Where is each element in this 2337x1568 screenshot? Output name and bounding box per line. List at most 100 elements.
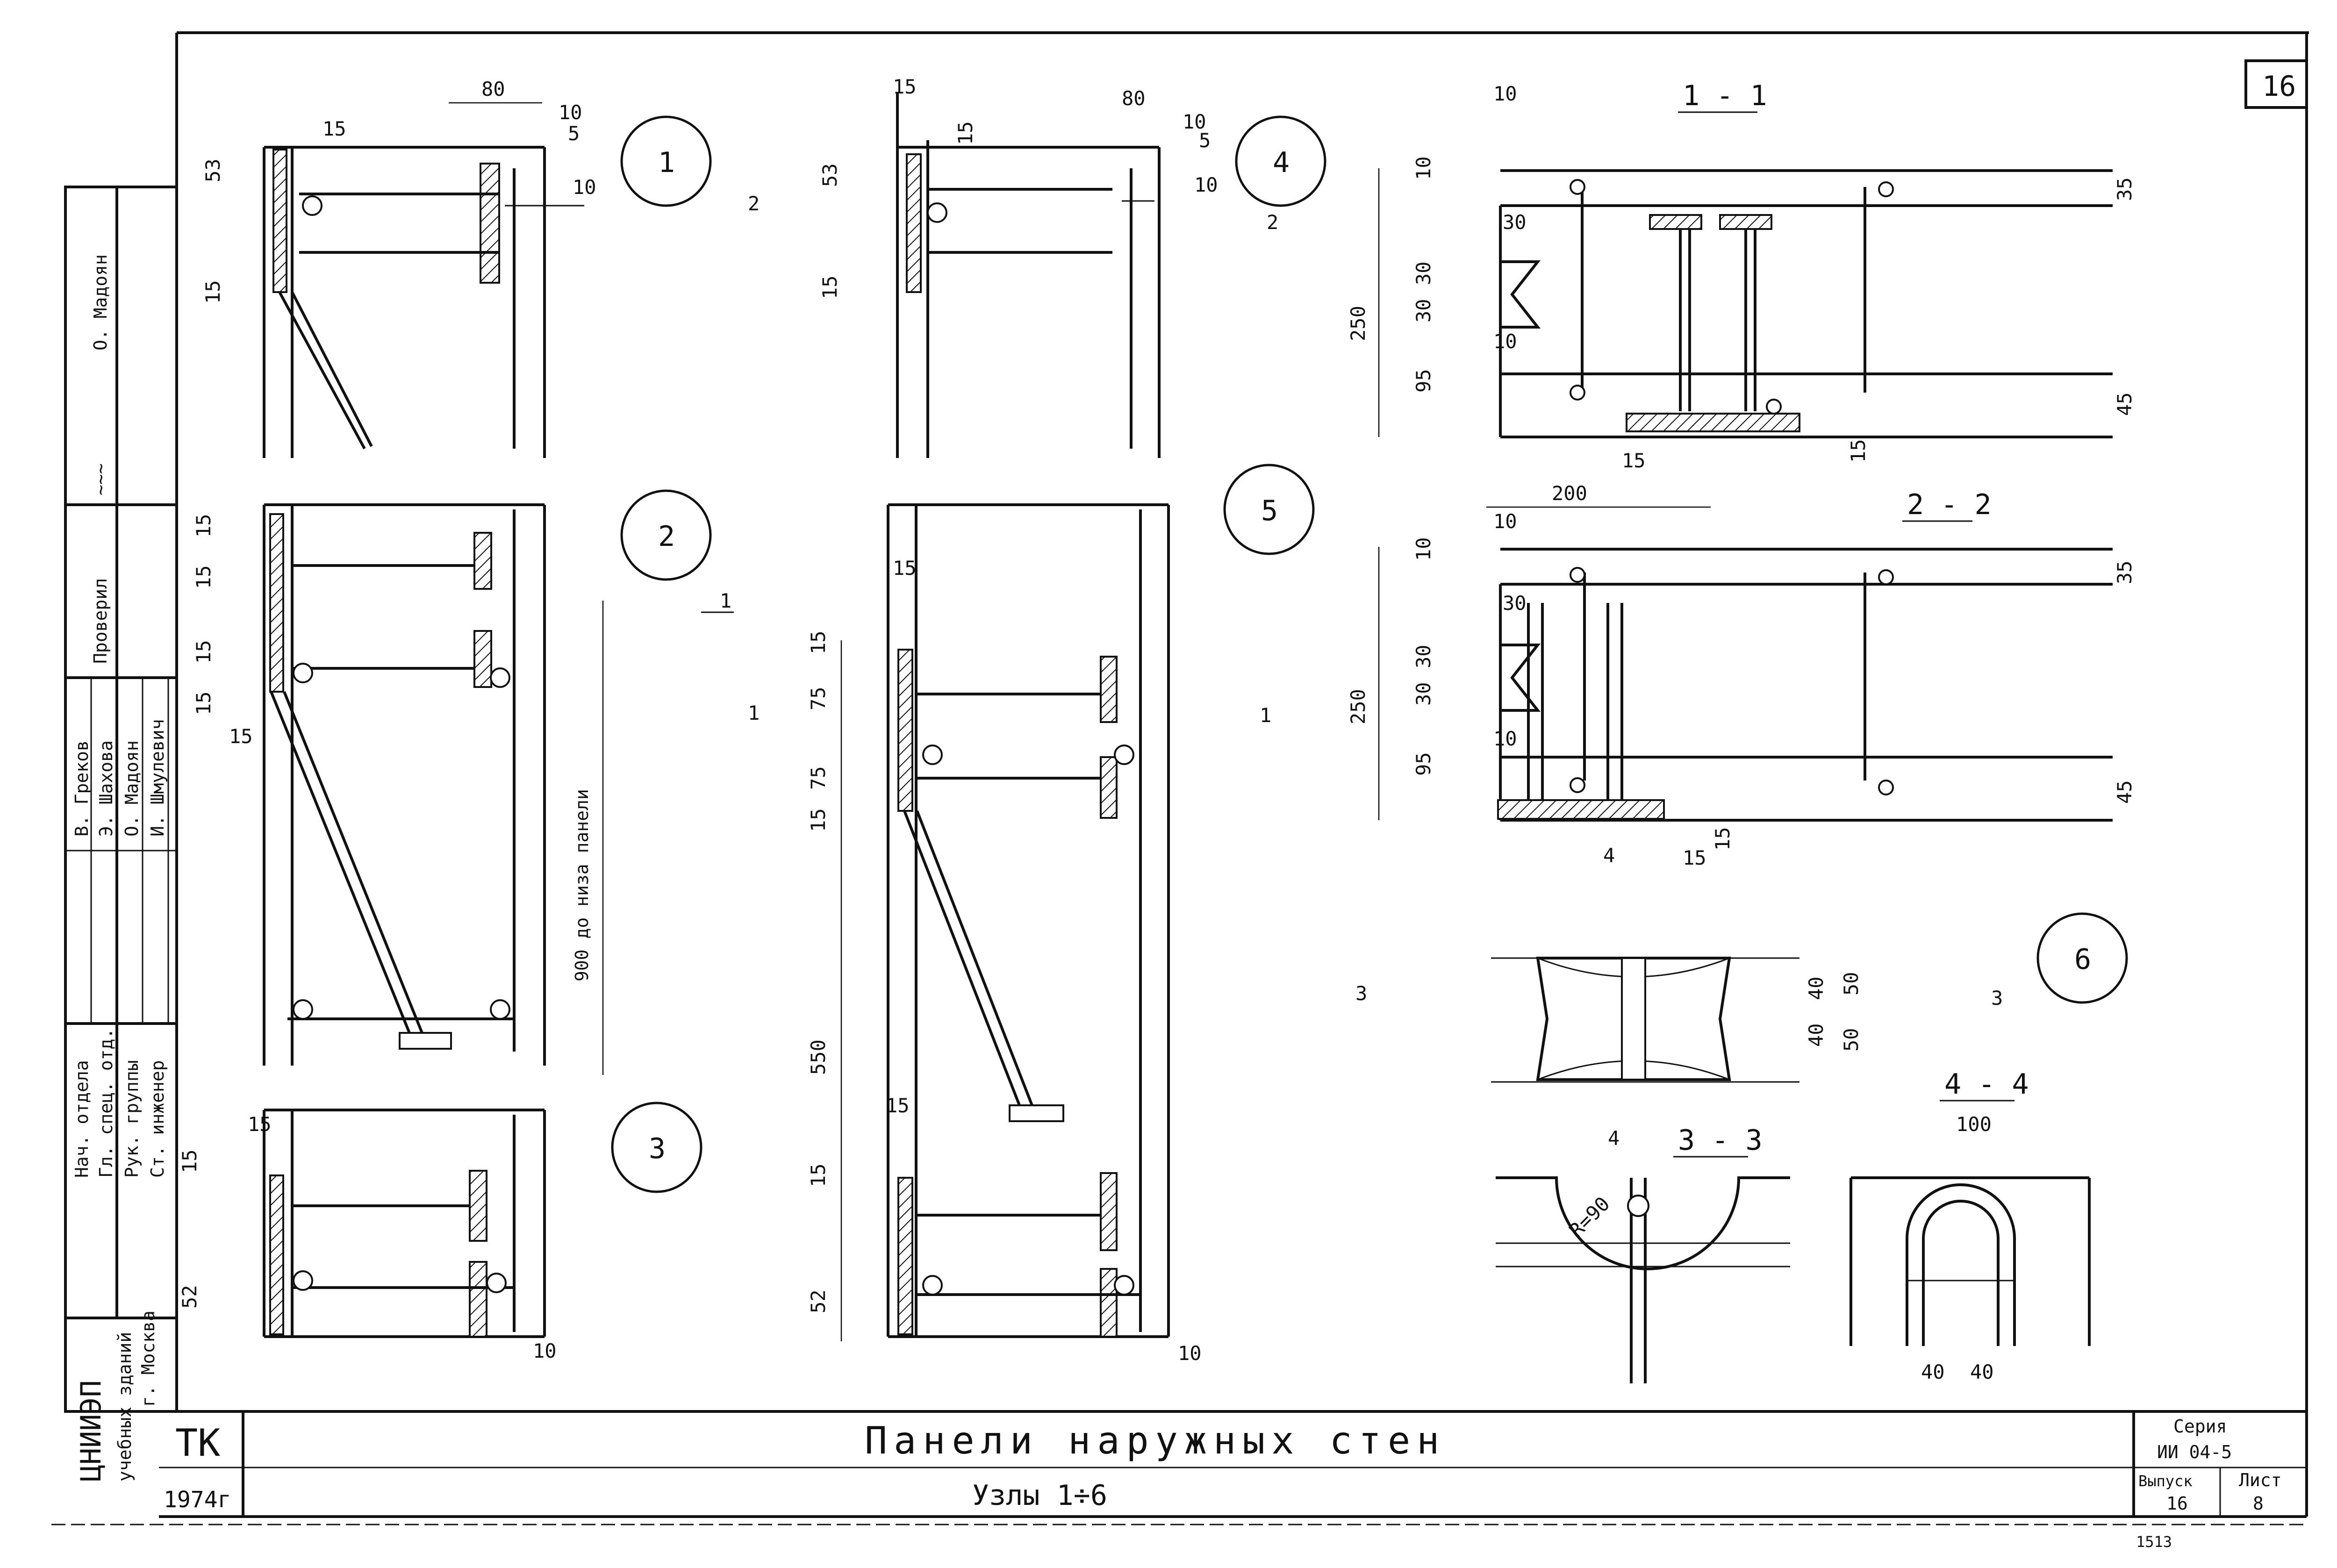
node-4-bubble <box>1235 115 1326 207</box>
dim-80b: 80 <box>1122 87 1146 110</box>
sheet-title: Панели наружных стен <box>865 1419 1446 1462</box>
dim-45: 45 <box>2113 392 2136 416</box>
dim-52b: 52 <box>807 1289 830 1313</box>
node-5-detail: 5 550 15 75 75 15 15 15 15 52 10 1 1 <box>748 464 1315 1365</box>
dim-15f: 15 <box>192 691 215 715</box>
dim-15j: 15 <box>893 75 917 98</box>
side-stamp: О. Мадоян ~~~ Проверил Нач. отдела Гл. с… <box>64 186 178 1482</box>
role-1: Нач. отдела <box>72 1060 92 1178</box>
dim-15i: 15 <box>178 1149 201 1173</box>
dim-15o: 15 <box>893 557 917 580</box>
dim-15e: 15 <box>192 640 215 664</box>
cut-mark-2-right: 2 <box>1267 211 1278 234</box>
year: 1974г <box>164 1487 231 1513</box>
dim-40d: 40 <box>1970 1360 1994 1383</box>
cut-mark-4-lower: 4 <box>1608 1127 1620 1150</box>
dim-15l: 15 <box>818 275 841 299</box>
node-4-label: 4 <box>1273 146 1290 179</box>
dim-15u: 15 <box>1711 827 1734 851</box>
section-3-3-label: 3 - 3 <box>1678 1124 1763 1157</box>
node-4-detail: 4 15 15 80 10 5 10 53 15 2 2 <box>748 75 1326 458</box>
node-6-label: 6 <box>2074 943 2091 976</box>
dim-40: 40 <box>1805 976 1828 1000</box>
title-block: ТК 1974г Панели наружных стен Узлы 1÷6 С… <box>159 1410 2307 1551</box>
name-4: И. Шмулевич <box>147 719 168 837</box>
dim-250: 250 <box>1347 306 1369 341</box>
stamp-code: ТК <box>175 1421 220 1465</box>
dim-35: 35 <box>2113 177 2136 201</box>
list-value: 8 <box>2253 1493 2264 1514</box>
dim-200: 200 <box>1552 482 1587 505</box>
dim-30b: 30 <box>1412 299 1435 322</box>
archive-number: 1513 <box>2136 1533 2172 1551</box>
cut-mark-1-left: 1 <box>720 589 731 612</box>
dim-40c: 40 <box>1921 1360 1945 1383</box>
sheet-frame: 16 <box>51 31 2309 1525</box>
node-3-bubble <box>611 1102 703 1193</box>
section-4-4-label: 4 - 4 <box>1944 1068 2029 1101</box>
role-4: Ст. инженер <box>147 1060 168 1178</box>
sheet-subtitle: Узлы 1÷6 <box>972 1479 1107 1512</box>
list-label: Лист <box>2239 1470 2282 1490</box>
dim-10d: 10 <box>1183 110 1206 133</box>
dim-30: 30 <box>1412 261 1435 285</box>
name-1: В. Греков <box>72 740 92 837</box>
cut-mark-3-right: 3 <box>1991 987 2003 1010</box>
section-4-4: 4 - 4 100 40 40 <box>1850 1068 2091 1383</box>
node-6-bubble <box>2036 912 2128 1004</box>
radius-label: R=90 <box>1564 1192 1614 1242</box>
dim-10j: 10 <box>1412 537 1435 561</box>
panel-note: 900 до низа панели <box>572 789 592 981</box>
node-3-detail: 3 15 15 52 10 <box>178 1102 703 1362</box>
dim-15g: 15 <box>229 725 253 748</box>
name-3: О. Мадоян <box>122 740 142 837</box>
dim-10e: 10 <box>1194 173 1218 196</box>
dim-10h: 10 <box>1493 82 1517 105</box>
section-2-2: 2 - 2 250 10 30 30 95 30 10 10 35 45 15 … <box>1347 488 2136 869</box>
role-2: Гл. спец. отд. <box>96 1028 116 1178</box>
dim-53: 53 <box>201 158 224 182</box>
check-name: О. Мадоян <box>90 254 111 351</box>
dim-5b: 5 <box>1199 129 1211 152</box>
dim-15n: 15 <box>807 808 830 832</box>
section-2-2-label: 2 - 2 <box>1907 488 1992 521</box>
dim-30c: 30 <box>1503 211 1527 234</box>
dim-50: 50 <box>1840 972 1863 995</box>
dim-100: 100 <box>1956 1113 1992 1136</box>
issue-label: Выпуск <box>2138 1472 2193 1490</box>
cut-mark-1-right: 1 <box>1260 704 1271 727</box>
dim-10: 10 <box>559 101 582 124</box>
node-3-label: 3 <box>649 1132 666 1165</box>
dim-15r: 15 <box>1622 449 1646 472</box>
node-2-bubble <box>620 489 712 581</box>
dim-50b: 50 <box>1840 1028 1863 1052</box>
section-3-3: 3 - 3 R=90 <box>1496 1124 1790 1383</box>
check-label: Проверил <box>90 578 111 664</box>
dim-80: 80 <box>481 78 505 100</box>
dim-250b: 250 <box>1347 689 1369 724</box>
node-5-label: 5 <box>1261 494 1278 527</box>
dim-10c: 10 <box>533 1339 557 1362</box>
node-5-bubble <box>1223 464 1315 555</box>
cut-mark-2-left: 2 <box>748 192 760 215</box>
dim-75: 75 <box>807 687 830 710</box>
node-2-label: 2 <box>658 520 675 553</box>
dim-10g: 10 <box>1412 156 1435 180</box>
dim-10k: 10 <box>1493 510 1517 533</box>
series-label: Серия <box>2173 1416 2227 1437</box>
dim-15b: 15 <box>323 117 346 140</box>
dim-40b: 40 <box>1805 1023 1828 1047</box>
dim-15q: 15 <box>807 1163 830 1187</box>
dim-5: 5 <box>568 122 580 145</box>
dim-30f: 30 <box>1503 592 1527 615</box>
section-1-1: 1 - 1 250 10 30 30 95 30 10 10 35 45 15 … <box>1347 79 2136 508</box>
issue-value: 16 <box>2166 1493 2188 1514</box>
node-6-detail: 6 40 40 50 50 3 3 4 <box>1355 912 2128 1150</box>
dim-550: 550 <box>807 1039 830 1075</box>
sheet-number: 16 <box>2262 70 2296 103</box>
name-2: Э. Шахова <box>96 740 116 837</box>
dim-10b: 10 <box>573 176 596 199</box>
cut-mark-4-upper: 4 <box>1603 844 1615 867</box>
section-1-1-label: 1 - 1 <box>1683 79 1767 112</box>
dim-15m: 15 <box>807 630 830 654</box>
